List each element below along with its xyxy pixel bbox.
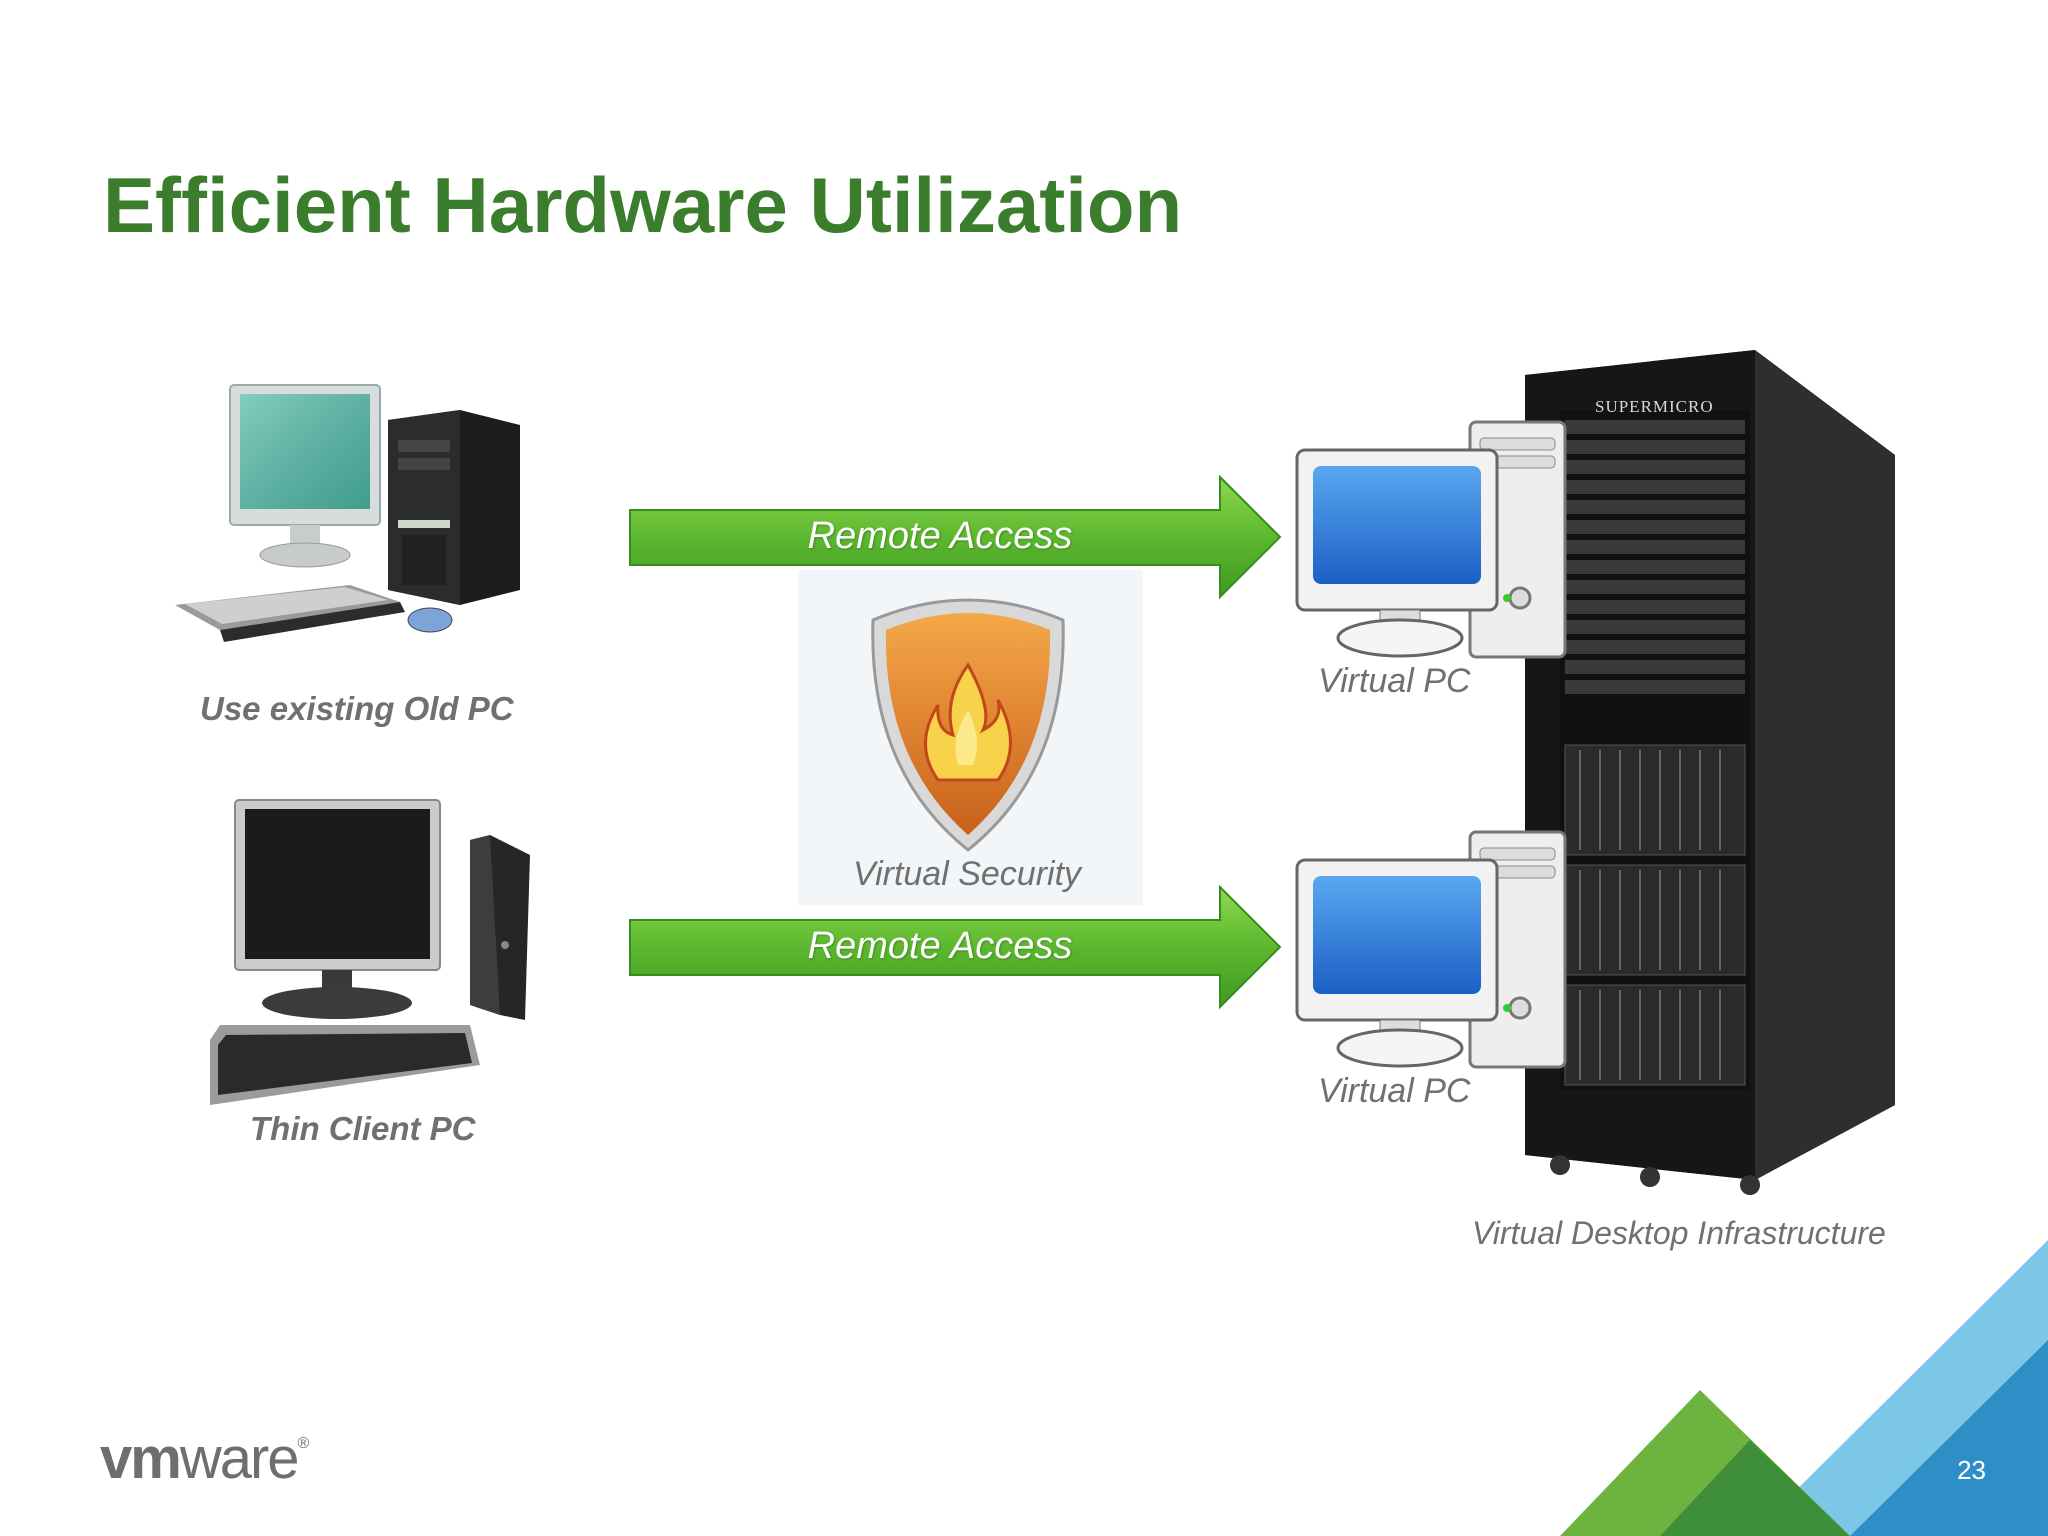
keyboard-icon <box>175 585 405 642</box>
vdi-label: Virtual Desktop Infrastructure <box>1472 1215 1886 1251</box>
tower-case-icon <box>388 410 520 605</box>
monitor-icon <box>229 384 381 568</box>
old-pc-label: Use existing Old PC <box>200 690 514 727</box>
virtual-pc-label-bottom: Virtual PC <box>1318 1072 1471 1110</box>
remote-access-arrow-bottom <box>629 885 1282 1010</box>
thin-client-illustration <box>210 799 530 1105</box>
remote-access-label-bottom: Remote Access <box>807 925 1073 967</box>
virtual-pc-icon-top <box>1295 420 1567 659</box>
remote-access-arrow-top <box>629 475 1282 600</box>
mouse-icon <box>407 607 453 633</box>
corner-decoration <box>1560 1240 2048 1536</box>
keyboard-icon <box>210 1025 480 1105</box>
vmware-logo: vmware® <box>100 1426 309 1491</box>
page-number: 23 <box>1957 1455 1986 1485</box>
slide-title: Efficient Hardware Utilization <box>103 161 1183 249</box>
thin-client-box-icon <box>470 835 530 1020</box>
thin-client-label: Thin Client PC <box>250 1110 476 1147</box>
firewall-shield-icon <box>798 570 1143 905</box>
rack-brand: SUPERMICRO <box>1595 397 1714 416</box>
virtual-pc-icon-bottom <box>1295 830 1567 1069</box>
monitor-icon <box>234 799 441 1019</box>
virtual-security-label: Virtual Security <box>853 855 1082 893</box>
server-rack-illustration: SUPERMICRO <box>1525 350 1895 1195</box>
old-pc-illustration <box>175 384 520 642</box>
remote-access-label-top: Remote Access <box>807 515 1073 557</box>
virtual-pc-label-top: Virtual PC <box>1318 662 1471 700</box>
